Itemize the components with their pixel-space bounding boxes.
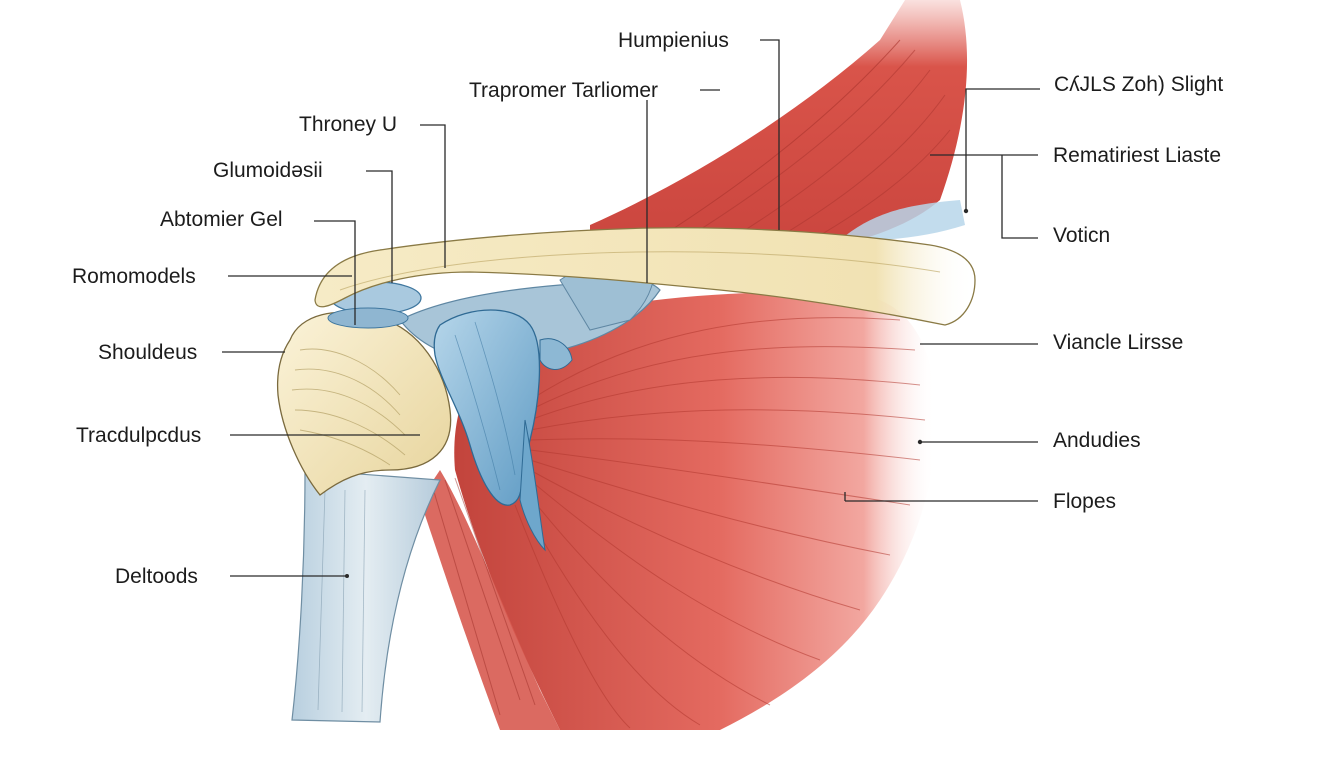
label-abtomier-gel: Abtomier Gel (160, 208, 283, 231)
humerus-shaft (291, 469, 441, 723)
label-andudies: Andudies (1053, 429, 1141, 452)
label-deltoods: Deltoods (115, 565, 198, 588)
label-viancle-lirsse: Viancle Lirsse (1053, 331, 1184, 354)
label-shouldeus: Shouldeus (98, 341, 198, 364)
lower-arm-muscle (420, 470, 560, 730)
leader-lines (222, 39, 1040, 578)
label-flopes: Flopes (1053, 490, 1117, 513)
label-cajls-zoh-slight: CʎJLS Zoh) Slight (1054, 73, 1224, 96)
fan-muscle (454, 291, 936, 730)
label-trapromer-tarliomer: Trapromer Tarliomer (469, 79, 659, 102)
label-tracdulpcdus: Tracdulpcdus (76, 424, 202, 447)
label-voticn: Voticn (1053, 224, 1111, 247)
label-romomodels: Romomodels (72, 265, 196, 288)
label-humpienius: Humpienius (618, 29, 729, 52)
label-throney-u: Throney U (299, 113, 398, 136)
clavicle (314, 227, 976, 326)
label-glumoidasii: Glumoidəsii (213, 159, 323, 182)
glenoid-cartilage (433, 309, 573, 552)
label-rematiriest-liaste: Rematiriest Liaste (1053, 144, 1222, 167)
